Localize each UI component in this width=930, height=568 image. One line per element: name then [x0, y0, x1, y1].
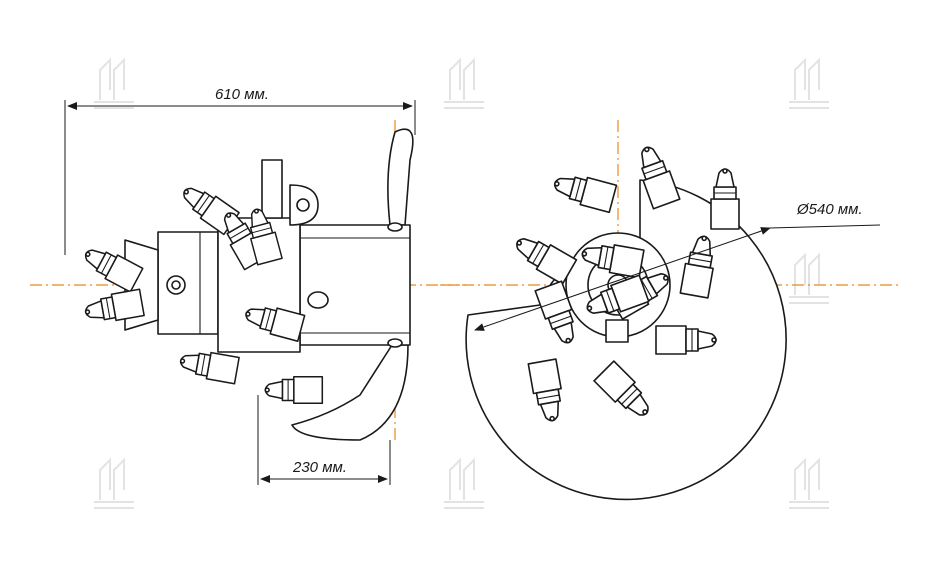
dimension-label-tooth-reach: 230 мм.	[292, 459, 347, 476]
front-tooth-2	[710, 168, 740, 230]
shaft-bolt-hole	[307, 291, 329, 309]
side-view: 610 мм. 230 мм.	[30, 86, 470, 485]
auger-flight-upper	[387, 128, 414, 226]
auger-flight-lower	[291, 344, 409, 441]
dimension-line-cutting-diameter	[474, 227, 771, 331]
tooth-bottom-1	[177, 346, 240, 385]
front-view: Ø540 мм.	[440, 120, 900, 501]
tooth-bottom-2	[264, 375, 324, 405]
dimension-label-overall-length: 610 мм.	[215, 86, 269, 103]
shaft-body	[299, 224, 411, 346]
dimension-label-cutting-diameter: Ø540 мм.	[796, 201, 863, 218]
front-tooth-3	[550, 168, 618, 214]
front-tooth-4	[509, 229, 578, 285]
